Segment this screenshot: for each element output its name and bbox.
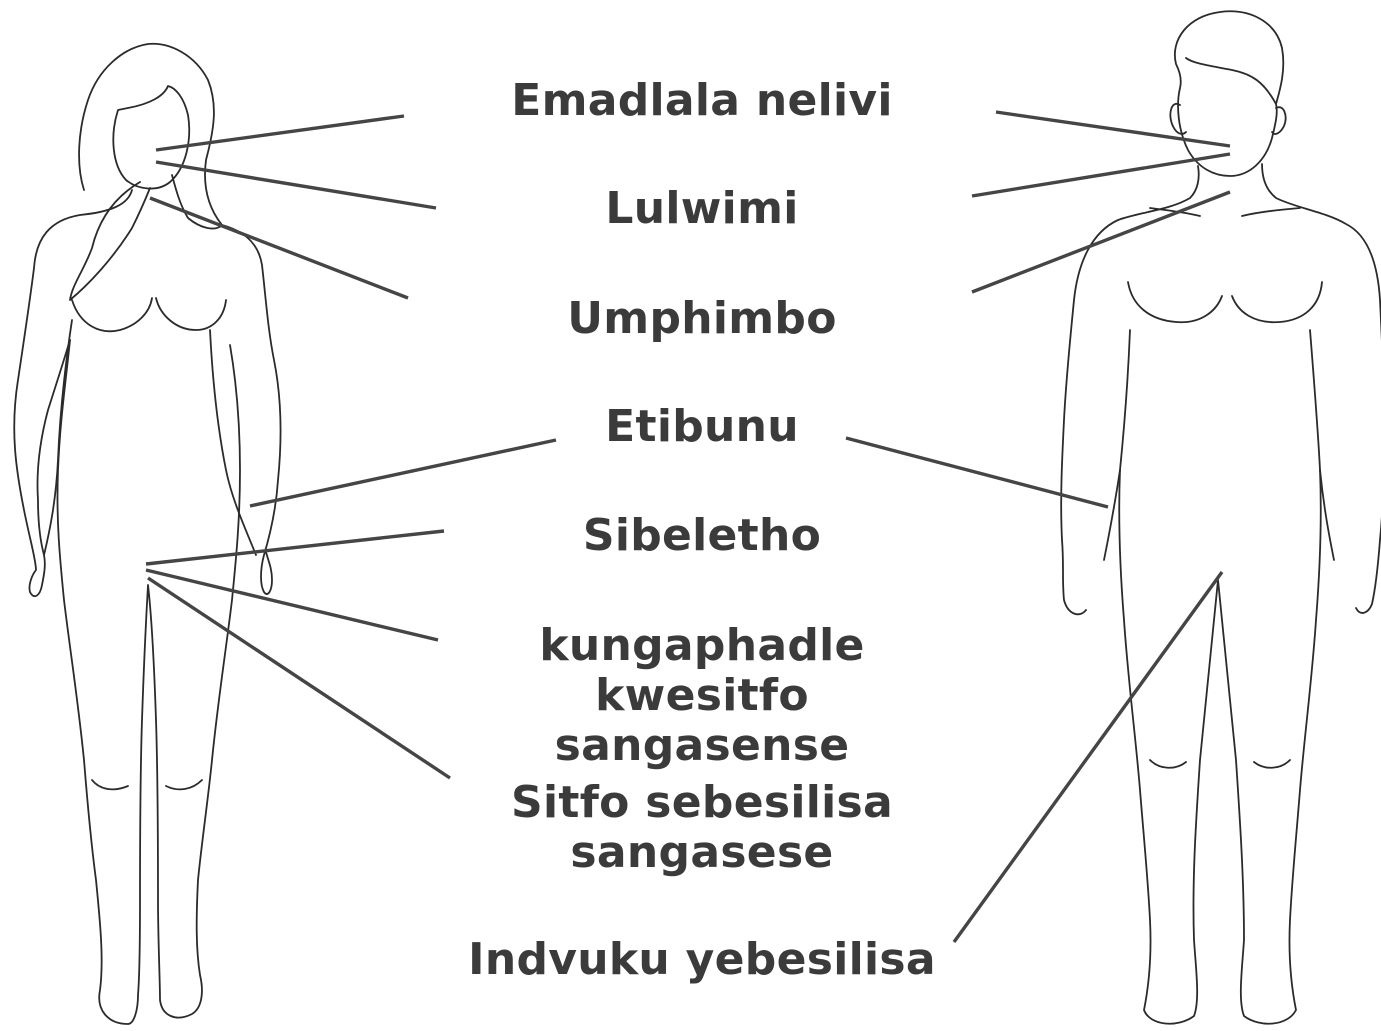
leader-throat-female	[150, 198, 408, 298]
male-shoulders	[1061, 164, 1381, 614]
leader-cheeks-male	[996, 112, 1230, 146]
male-chest	[1128, 282, 1322, 322]
female-legs	[57, 340, 240, 1024]
label-penis: Indvuku yebesilisa	[402, 935, 1002, 985]
male-head	[1175, 11, 1283, 176]
male-legs	[1119, 470, 1321, 1024]
female-face	[113, 86, 189, 189]
female-hair	[70, 44, 222, 300]
female-body-right	[222, 225, 281, 594]
female-chest	[72, 298, 226, 331]
female-figure	[14, 44, 280, 1024]
male-figure	[1061, 11, 1381, 1023]
leader-penis-male	[954, 572, 1222, 942]
leader-tongue-female	[156, 162, 436, 208]
male-inner-arms	[1104, 330, 1334, 560]
male-knees	[1150, 760, 1290, 768]
leader-cervix-female	[146, 531, 444, 564]
label-cheeks: Emadlala nelivi	[402, 76, 1002, 126]
leader-throat-male	[972, 192, 1230, 292]
female-knees	[92, 780, 202, 789]
label-cervix: Sibeletho	[402, 511, 1002, 561]
male-ears	[1170, 104, 1285, 134]
leader-tongue-male	[972, 154, 1230, 196]
leader-cheeks-female	[156, 116, 404, 150]
label-vulva: kungaphadle kwesitfo sangasense	[442, 621, 962, 771]
label-vagina: Sitfo sebesilisa sangasese	[492, 778, 912, 878]
female-body-left	[14, 190, 132, 596]
label-rectum: Etibunu	[402, 402, 1002, 452]
label-tongue: Lulwimi	[402, 184, 1002, 234]
label-throat: Umphimbo	[402, 294, 1002, 344]
